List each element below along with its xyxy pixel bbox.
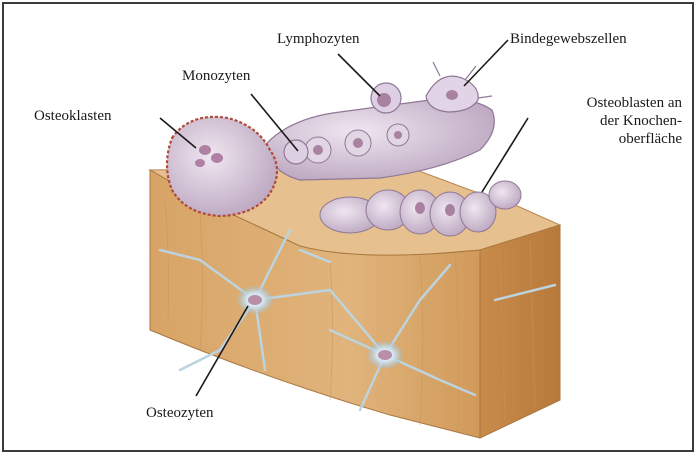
osteoclast-cell	[167, 117, 277, 216]
lymphocyte-cell	[371, 83, 401, 113]
monocyte-cell	[284, 140, 308, 164]
bone-side-face	[480, 225, 560, 438]
label-osteoblasten: Osteoblasten an der Knochen- oberfläche	[520, 94, 682, 148]
label-lymphozyten: Lymphozyten	[277, 30, 360, 48]
label-osteoblasten-line2: der Knochen-	[520, 112, 682, 130]
label-osteoblasten-line1: Osteoblasten an	[520, 94, 682, 112]
label-osteoblasten-line3: oberfläche	[520, 130, 682, 148]
label-osteozyten: Osteozyten	[146, 404, 213, 422]
label-monozyten: Monozyten	[182, 67, 250, 85]
label-osteoklasten: Osteoklasten	[34, 107, 111, 125]
label-bindegewebszellen: Bindegewebszellen	[510, 30, 627, 48]
